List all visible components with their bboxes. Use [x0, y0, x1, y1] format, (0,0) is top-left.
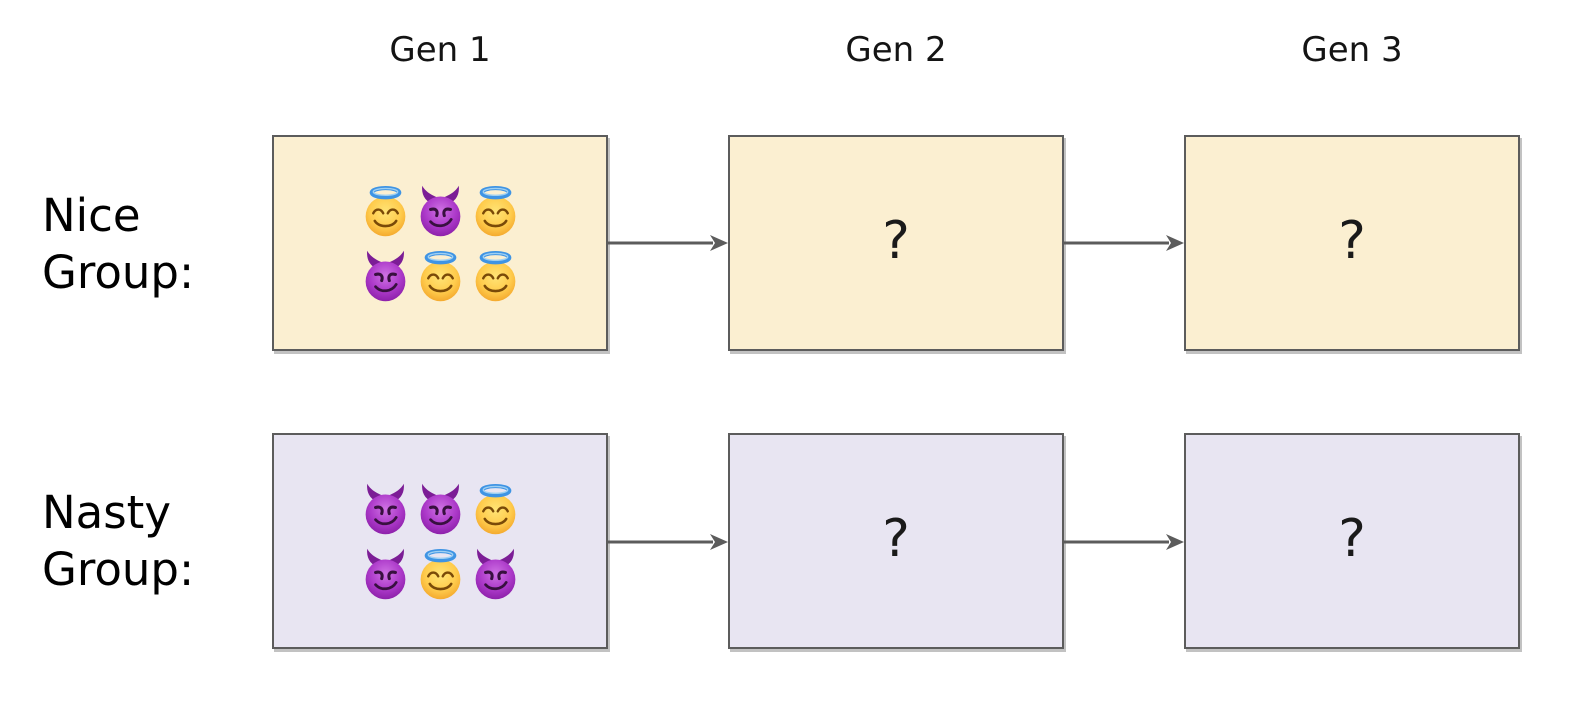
emoji-row — [358, 247, 523, 305]
row-label-nice-group: Nice Group: — [42, 188, 194, 301]
angel-face-emoji-icon — [413, 247, 468, 305]
row-label-nasty-line1: Nasty — [42, 486, 171, 539]
angel-face-emoji-icon — [468, 247, 523, 305]
box-nice-gen1 — [272, 135, 608, 351]
emoji-grid-nasty-gen1 — [358, 480, 523, 603]
question-mark-nice-gen2: ? — [882, 211, 910, 271]
devil-face-emoji-icon — [358, 247, 413, 305]
column-header-gen2: Gen 2 — [845, 30, 947, 70]
box-nasty-gen3: ? — [1184, 433, 1520, 649]
question-mark-nasty-gen3: ? — [1338, 509, 1366, 569]
angel-face-emoji-icon — [468, 480, 523, 538]
column-header-gen3: Gen 3 — [1301, 30, 1403, 70]
devil-face-emoji-icon — [413, 182, 468, 240]
emoji-row — [358, 182, 523, 240]
arrow-nasty-gen1-to-gen2 — [607, 534, 728, 550]
devil-face-emoji-icon — [358, 480, 413, 538]
question-mark-nice-gen3: ? — [1338, 211, 1366, 271]
arrow-nasty-gen2-to-gen3 — [1063, 534, 1184, 550]
box-nasty-gen2: ? — [728, 433, 1064, 649]
angel-face-emoji-icon — [413, 545, 468, 603]
devil-face-emoji-icon — [358, 545, 413, 603]
column-header-gen1: Gen 1 — [389, 30, 491, 70]
angel-face-emoji-icon — [468, 182, 523, 240]
emoji-row — [358, 545, 523, 603]
arrow-nice-gen1-to-gen2 — [607, 235, 728, 251]
box-nice-gen2: ? — [728, 135, 1064, 351]
row-label-nice-line2: Group: — [42, 245, 195, 299]
box-nice-gen3: ? — [1184, 135, 1520, 351]
row-label-nice-line1: Nice — [42, 189, 141, 242]
box-nasty-gen1 — [272, 433, 608, 649]
devil-face-emoji-icon — [413, 480, 468, 538]
devil-face-emoji-icon — [468, 545, 523, 603]
question-mark-nasty-gen2: ? — [882, 509, 910, 569]
angel-face-emoji-icon — [358, 182, 413, 240]
row-label-nasty-group: Nasty Group: — [42, 485, 194, 598]
arrow-nice-gen2-to-gen3 — [1063, 235, 1184, 251]
emoji-row — [358, 480, 523, 538]
row-label-nasty-line2: Group: — [42, 542, 195, 596]
emoji-grid-nice-gen1 — [358, 182, 523, 305]
